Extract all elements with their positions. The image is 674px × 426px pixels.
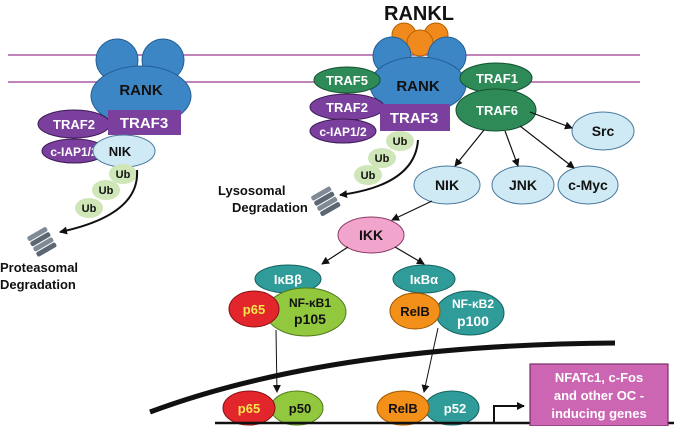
right-ciap: c-IAP1/2 [309,118,377,144]
left-rank-label: RANK [119,82,162,99]
svg-text:p65: p65 [243,302,265,317]
right-ubiquitin-chain: Ub Ub Ub [354,131,414,185]
svg-text:c-IAP1/2: c-IAP1/2 [319,125,367,139]
svg-text:NIK: NIK [109,144,132,159]
right-traf1: TRAF1 [459,62,533,94]
svg-text:Ub: Ub [99,185,114,197]
cmyc-node: c-Myc [557,165,619,205]
arrow-relb-p100-to-nucleus [421,327,439,393]
left-traf3: TRAF3 [108,110,181,135]
proteasomal-degradation-label: Degradation [0,277,76,292]
arrow-to-proteasome [59,169,139,235]
jnk-node: JNK [491,165,555,205]
right-rank-label: RANK [396,78,439,95]
svg-text:and other OC -: and other OC - [554,388,644,403]
svg-text:inducing genes: inducing genes [551,406,646,421]
lysosomal-degradation-label: Degradation [232,200,308,215]
svg-text:TRAF3: TRAF3 [390,110,438,127]
nuclear-relb: RelB [376,390,430,426]
nuclear-p65: p65 [222,390,276,426]
ikba-node: IκBα [392,264,456,294]
right-proteasome-icon [311,186,341,217]
rankl-label: RANKL [384,3,454,25]
svg-text:Ub: Ub [361,170,376,182]
nuclear-p52: p52 [424,390,480,426]
src-node: Src [571,111,635,151]
svg-text:RelB: RelB [400,304,430,319]
right-traf3: TRAF3 [380,104,450,131]
arrow-p65-p105-to-nucleus [272,329,281,393]
arrow-traf6-to-cmyc [519,125,575,169]
svg-text:Ub: Ub [116,169,131,181]
nuclear-envelope [149,340,616,415]
svg-text:TRAF3: TRAF3 [120,115,168,132]
svg-text:IκBα: IκBα [410,272,438,287]
svg-text:p105: p105 [294,311,326,327]
relb-node: RelB [389,292,441,330]
svg-text:c-Myc: c-Myc [568,177,608,193]
proteasomal-label: Proteasomal [0,260,78,275]
p65-node: p65 [228,290,280,328]
transcription-arrow [493,402,525,423]
right-rank-receptor: RANK [369,36,467,114]
arrow-to-lysosome [339,139,419,199]
svg-text:p65: p65 [238,401,260,416]
svg-text:JNK: JNK [509,177,537,193]
lysosomal-label: Lysosomal [218,183,285,198]
svg-text:TRAF1: TRAF1 [476,71,518,86]
svg-text:NIK: NIK [435,177,459,193]
left-proteasome-icon [27,227,57,257]
nik-node: NIK [413,165,481,205]
svg-text:RelB: RelB [388,401,418,416]
svg-text:p100: p100 [457,313,489,329]
target-genes-box: NFATc1, c-Fos and other OC - inducing ge… [529,363,669,426]
svg-text:Ub: Ub [393,136,408,148]
right-traf2: TRAF2 [309,93,385,121]
svg-text:p50: p50 [289,401,311,416]
right-traf6: TRAF6 [455,88,537,132]
svg-text:IκBβ: IκBβ [274,272,302,287]
p105-node: NF-κB1 p105 [265,287,347,337]
ikk-node: IKK [337,216,405,254]
svg-text:TRAF2: TRAF2 [53,117,95,132]
arrow-traf6-to-nik [454,129,485,167]
left-nik: NIK [92,134,156,168]
svg-text:NF-κB1: NF-κB1 [289,296,331,310]
arrow-ikk-to-ikbb [321,246,349,265]
svg-text:IKK: IKK [359,227,383,243]
svg-text:Ub: Ub [375,153,390,165]
p100-node: NF-κB2 p100 [435,290,505,336]
svg-text:TRAF6: TRAF6 [476,103,518,118]
svg-text:NFATc1, c-Fos: NFATc1, c-Fos [555,370,643,385]
left-ciap: c-IAP1/2 [41,138,107,164]
arrow-nik-to-ikk [391,200,433,221]
svg-text:p52: p52 [444,401,466,416]
arrow-traf6-to-src [529,111,573,130]
svg-text:Src: Src [592,123,615,139]
arrow-traf6-to-jnk [504,130,520,167]
left-traf2: TRAF2 [37,109,111,139]
svg-text:NF-κB2: NF-κB2 [452,297,494,311]
right-traf5: TRAF5 [313,66,381,94]
arrow-ikk-to-ikba [394,246,425,265]
svg-text:Ub: Ub [82,203,97,215]
svg-text:TRAF2: TRAF2 [326,100,368,115]
svg-text:c-IAP1/2: c-IAP1/2 [50,145,98,159]
svg-text:TRAF5: TRAF5 [326,73,368,88]
left-ubiquitin-chain: Ub Ub Ub [75,164,137,218]
nuclear-p50: p50 [270,390,324,426]
ikbb-node: IκBβ [254,264,322,294]
